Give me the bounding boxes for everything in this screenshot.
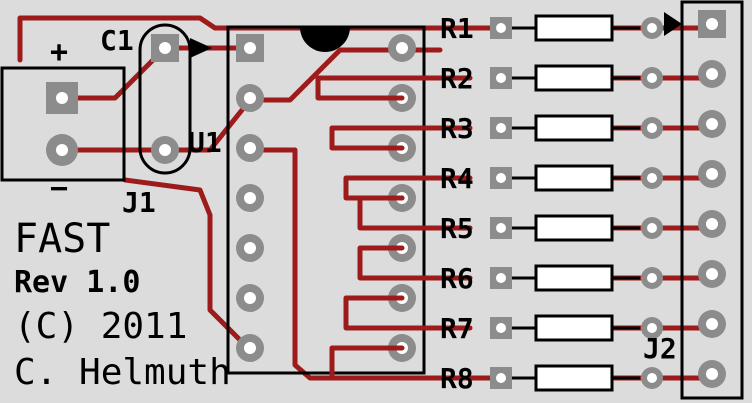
resistor-label: R8 [440,362,474,395]
j1-plus-label: + [50,35,68,70]
board-title: FAST [14,216,110,262]
j1-minus-label: − [50,171,68,206]
resistor-pad-hole [647,73,657,83]
c1-polarity-marker-icon [190,38,212,58]
j2-pin-hole [706,218,718,230]
u1-pin-hole [244,92,256,104]
resistor-label: R7 [440,312,474,345]
resistor-body [534,264,614,292]
resistor-pad-hole [496,373,506,383]
resistor-pad-hole [496,123,506,133]
j2-pin-hole [706,118,718,130]
j2-pin-hole [706,318,718,330]
board-copyright: (C) 2011 [14,306,187,347]
resistor-body [534,314,614,342]
u1-pin-hole [396,42,408,54]
resistor-body [534,14,614,42]
header-j2: J2 [643,0,744,400]
ic-u1: U1 [188,25,426,375]
j1-outline [0,66,126,182]
j1-pad-hole-2 [56,144,68,156]
credits-block: FAST Rev 1.0 (C) 2011 C. Helmuth [14,216,231,393]
c1-pad-hole-1 [159,42,171,54]
u1-pin-hole [244,142,256,154]
u1-pin-hole [244,192,256,204]
j2-pin-hole [706,18,718,30]
capacitor-c1: C1 [100,23,212,175]
resistor-label: R4 [440,162,474,195]
left-loop-trace [122,177,253,353]
resistor-pad-hole [496,223,506,233]
c1-label: C1 [100,24,134,57]
resistor-label: R2 [440,62,474,95]
resistor-label: R6 [440,262,474,295]
j2-pin-hole [706,268,718,280]
j2-pin-hole [706,168,718,180]
resistor-pad-hole [647,323,657,333]
resistor-feed-trace [329,125,473,151]
j2-label: J2 [643,332,677,365]
resistor-pad-hole [647,273,657,283]
j2-pin-hole [706,68,718,80]
resistor-label: R5 [440,212,474,245]
u1-pin-hole [244,42,256,54]
resistor-body [534,114,614,142]
j2-pins [698,10,726,388]
j1-plus-trace [59,45,168,101]
resistor-pad-hole [647,373,657,383]
u1-label: U1 [188,126,222,159]
resistor-pad-hole [496,173,506,183]
resistor-feed-trace [329,345,473,381]
resistor-body [534,364,614,392]
board-revision: Rev 1.0 [14,265,140,300]
j2-outline [680,0,744,400]
resistor-pad-hole [647,23,657,33]
resistor-body [534,214,614,242]
u1-notch-icon [300,27,350,52]
resistor-feed-trace [343,295,473,331]
resistor-body [534,164,614,192]
u1-pin-hole [244,342,256,354]
resistor-pad-hole [496,273,506,283]
resistor-body [534,64,614,92]
resistor-pad-hole [496,323,506,333]
resistor-label: R3 [440,112,474,145]
u1-feed-trace [172,47,443,153]
resistor-pad-hole [647,223,657,233]
resistor-feed-trace [315,75,473,101]
u1-pins [236,34,416,362]
connector-j1: + − J1 [0,35,156,219]
c1-outline [138,23,192,175]
j2-polarity-marker-icon [664,12,682,36]
j1-pad-hole-1 [56,92,68,104]
board-author: C. Helmuth [14,352,231,393]
u1-pin-hole [244,292,256,304]
resistor-pad-hole [496,23,506,33]
resistor-label: R1 [440,12,474,45]
resistor-pad-hole [647,173,657,183]
j1-label: J1 [122,186,156,219]
resistor-pad-hole [496,73,506,83]
c1-pad-hole-2 [159,144,171,156]
resistor-pad-hole [647,123,657,133]
resistor-feed-trace [357,245,473,281]
resistor-feed-trace [357,195,473,231]
j2-pin-hole [706,368,718,380]
u1-pin-hole [244,242,256,254]
